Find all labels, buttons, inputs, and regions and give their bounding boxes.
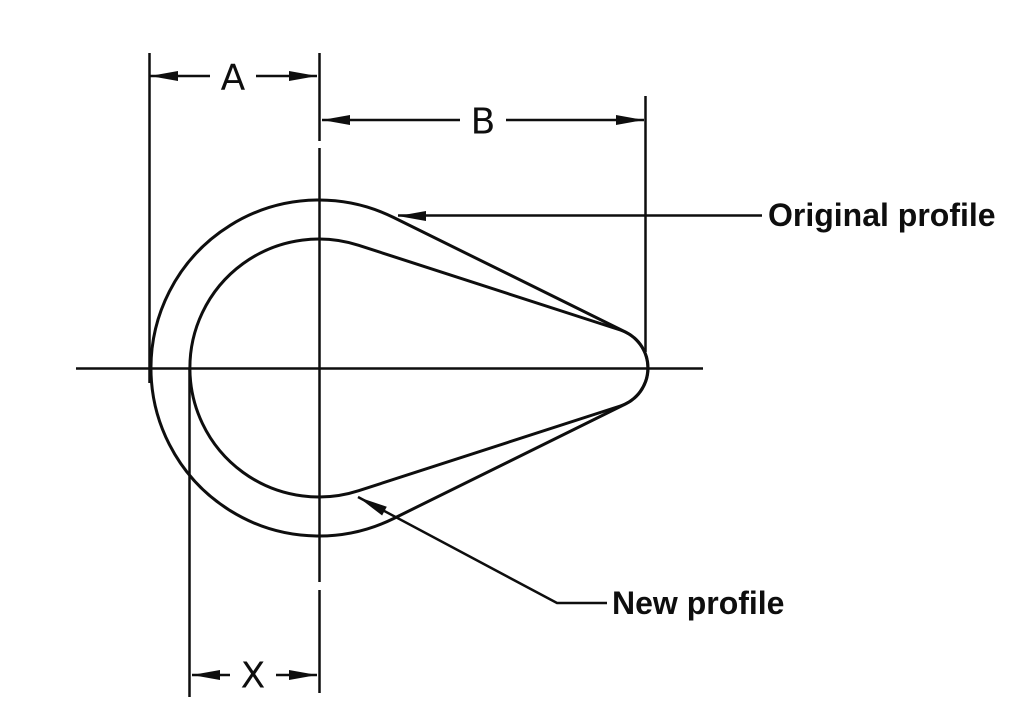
dimension-b: B — [322, 102, 644, 143]
dimension-b-arrow-left-icon — [322, 115, 350, 125]
dimension-x: X — [192, 656, 317, 697]
new-profile-leader-line — [357, 495, 607, 605]
dimension-x-label: X — [241, 656, 266, 697]
original-profile-callout: Original profile — [398, 197, 996, 233]
dimension-x-arrow-left-icon — [192, 670, 220, 680]
new-profile-outline — [188, 237, 650, 499]
new-profile-label: New profile — [612, 585, 784, 621]
new-profile-callout: New profile — [357, 495, 784, 621]
dimension-b-label: B — [471, 102, 496, 143]
dimension-x-arrow-right-icon — [289, 670, 317, 680]
original-profile-leader-arrow-icon — [398, 211, 426, 221]
original-profile-label: Original profile — [768, 197, 996, 233]
dimension-a-arrow-right-icon — [289, 71, 317, 81]
new-profile-leader-arrow-icon — [358, 497, 387, 516]
dimension-a-arrow-left-icon — [150, 71, 178, 81]
dimension-a: A — [150, 58, 317, 99]
dimension-a-label: A — [221, 58, 246, 99]
dimension-b-arrow-right-icon — [616, 115, 644, 125]
